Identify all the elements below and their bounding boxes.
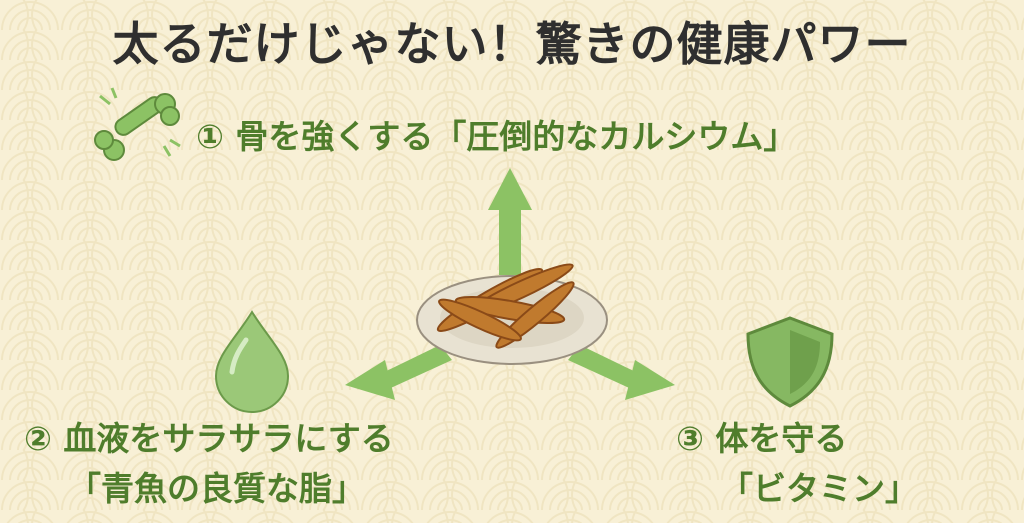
bone-icon <box>94 93 180 161</box>
benefit-vitamin: ③ 体を守る 「ビタミン」 <box>676 414 918 514</box>
water-drop-icon <box>214 310 290 413</box>
arrow-up <box>488 168 532 275</box>
page-title: 太るだけじゃない！驚きの健康パワー <box>112 17 912 71</box>
arrow-down-left <box>345 345 452 400</box>
benefit-vitamin-line2: 「ビタミン」 <box>720 469 918 508</box>
bone-shine-icon <box>99 87 181 157</box>
benefit-calcium: ① 骨を強くする「圧倒的なカルシウム」 <box>196 117 797 156</box>
benefit-vitamin-line1: ③ 体を守る <box>676 419 848 458</box>
shield-icon <box>746 316 834 408</box>
benefit-fish-oil-line1: ② 血液をサラサラにする <box>24 419 394 458</box>
arrow-down-right <box>568 345 675 400</box>
benefit-fish-oil: ② 血液をサラサラにする 「青魚の良質な脂」 <box>24 414 394 514</box>
benefit-fish-oil-line2: 「青魚の良質な脂」 <box>68 469 365 508</box>
fried-fish-plate-icon <box>416 263 608 365</box>
